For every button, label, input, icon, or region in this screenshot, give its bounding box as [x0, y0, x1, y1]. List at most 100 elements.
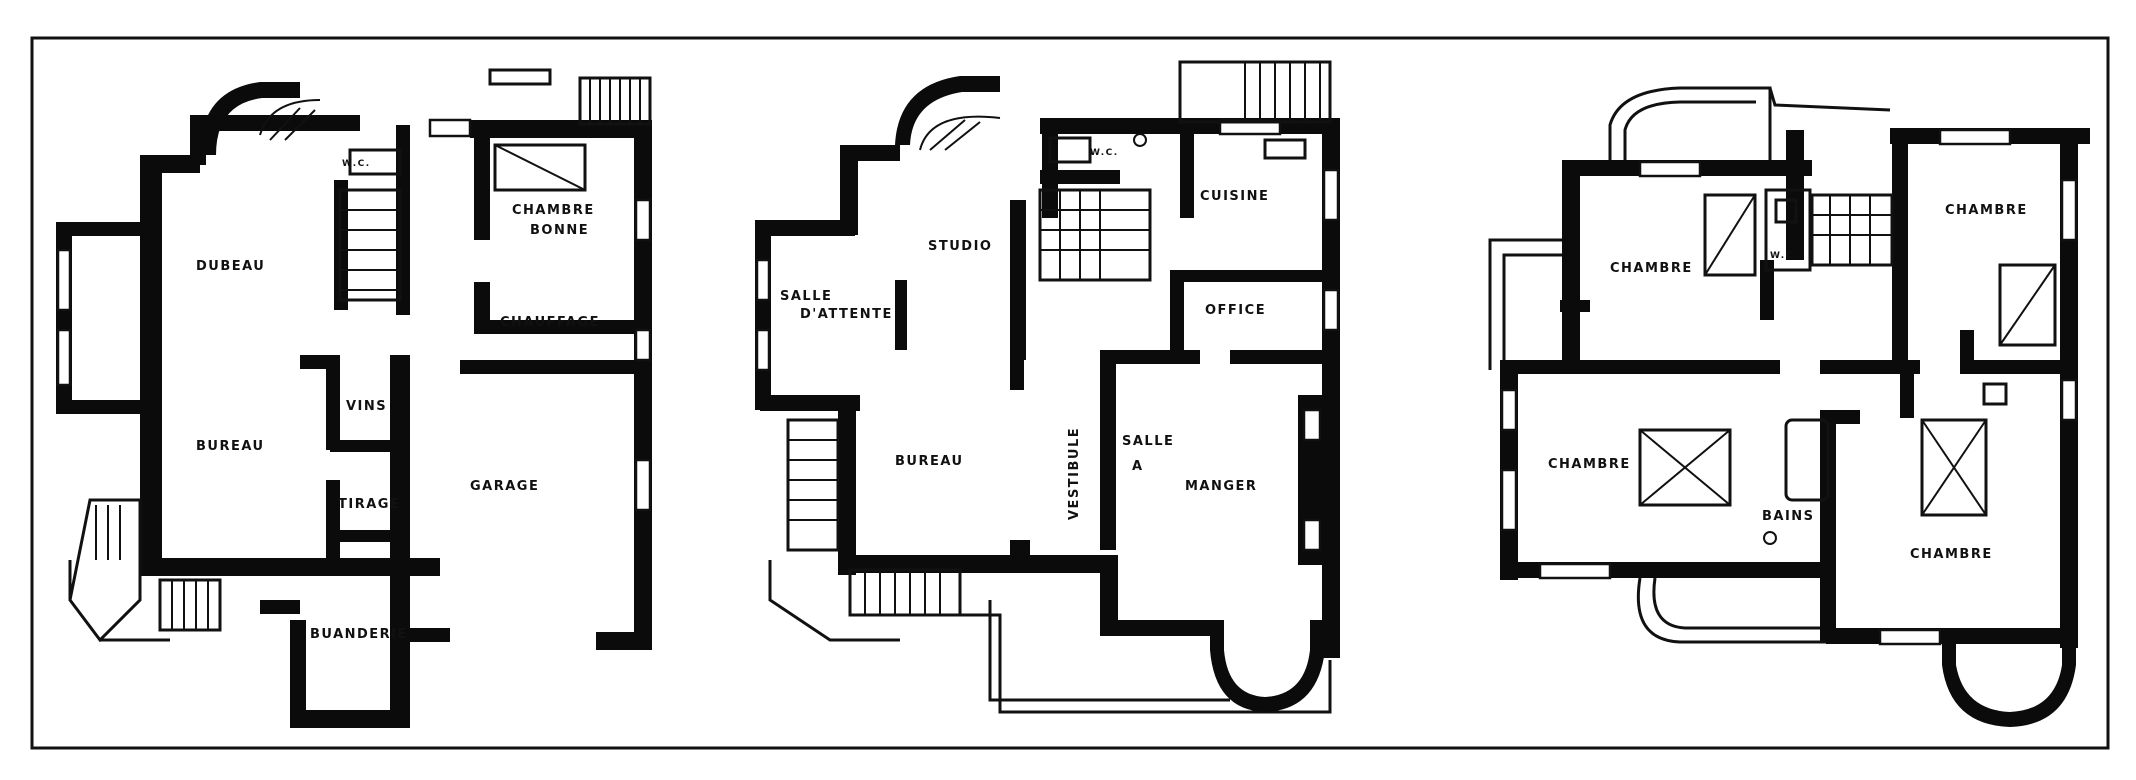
- window: [56, 328, 72, 387]
- wall: [326, 480, 340, 570]
- terrace-inner: [988, 600, 1230, 702]
- wall: [260, 600, 300, 614]
- room-label-cuisine: CUISINE: [1200, 189, 1269, 204]
- wall: [140, 558, 440, 576]
- stair-treads: [171, 580, 209, 630]
- room-label-chauffage: CHAUFFAGE: [500, 315, 600, 330]
- balcony-west-inner: [1502, 253, 1562, 360]
- balcony: [488, 68, 552, 86]
- stair-treads: [864, 570, 941, 615]
- window: [1878, 628, 1942, 646]
- wall: [1180, 270, 1330, 282]
- room-label-bains: BAINS: [1762, 509, 1815, 524]
- bed-cross: [1639, 429, 1731, 506]
- stair-treads: [340, 209, 400, 291]
- window: [755, 258, 771, 302]
- plan-second-floor: CHAMBRE CHAMBRE CHAMBRE CHAMBRE BAINS W.…: [1488, 86, 2090, 727]
- wall: [596, 632, 652, 650]
- wall: [140, 155, 162, 575]
- room-label-tirage: TIRAGE: [338, 497, 400, 512]
- room-label-chambre-bonne: CHAMBRE: [512, 203, 595, 218]
- bay-window: [1210, 620, 1325, 712]
- room-label-studio: STUDIO: [928, 239, 992, 254]
- plan-ground-floor: DUBEAU BUREAU CHAMBRE BONNE CHAUFFAGE VI…: [56, 68, 652, 728]
- stair-bottom: [848, 568, 962, 617]
- room-label-office: OFFICE: [1205, 303, 1266, 318]
- window: [1322, 288, 1340, 332]
- wall: [474, 320, 644, 334]
- curved-stair: [259, 99, 321, 136]
- room-label-chambre-se: CHAMBRE: [1910, 547, 1993, 562]
- room-label-vestibule: VESTIBULE: [1067, 427, 1082, 520]
- wall: [1170, 270, 1184, 350]
- balcony-outline: [1768, 87, 1891, 112]
- wall: [1040, 170, 1120, 184]
- wall: [1562, 160, 1580, 370]
- stair-treads: [1244, 62, 1321, 122]
- room-label-bureau-top: DUBEAU: [196, 259, 265, 274]
- wall: [755, 220, 771, 410]
- stair-bottom: [158, 578, 222, 632]
- wall: [290, 620, 306, 720]
- wall: [396, 125, 410, 315]
- window: [755, 328, 771, 372]
- window: [634, 458, 652, 512]
- sink: [1133, 133, 1147, 147]
- room-label-salle: SALLE: [1122, 434, 1174, 449]
- wall: [390, 628, 450, 642]
- wall: [1010, 200, 1026, 360]
- stair-treads: [788, 439, 838, 521]
- room-label-wc: W.C.: [1090, 148, 1119, 158]
- wall: [1500, 360, 1780, 374]
- stair-exterior: [578, 76, 652, 126]
- room-label-vins: VINS: [346, 399, 387, 414]
- wall: [1100, 350, 1200, 364]
- balcony-south-inner: [1652, 577, 1820, 630]
- sink: [1982, 382, 2008, 406]
- window: [634, 198, 652, 242]
- plan-first-floor: STUDIO SALLE D'ATTENTE CUISINE OFFICE BU…: [755, 60, 1340, 714]
- closet-diagonal: [1999, 264, 2056, 346]
- stair-treads: [1812, 195, 1892, 265]
- wall: [1230, 350, 1330, 364]
- room-label-chambre-ne: CHAMBRE: [1945, 203, 2028, 218]
- wall: [1892, 128, 1908, 368]
- stair-treads: [269, 107, 316, 141]
- terrace-outline: [768, 560, 900, 642]
- wall: [60, 400, 160, 414]
- wall: [460, 360, 640, 374]
- balcony-south: [1636, 577, 1826, 644]
- wc-room: [1764, 188, 1812, 272]
- stair-treads: [929, 119, 981, 151]
- wall: [1760, 260, 1774, 320]
- room-label-a: A: [1132, 459, 1144, 474]
- sheet-frame: [30, 36, 2110, 750]
- wall: [1180, 118, 1194, 218]
- wc-fixture: [1048, 136, 1092, 164]
- wall: [60, 222, 150, 236]
- wall: [840, 145, 858, 235]
- wall: [840, 145, 900, 161]
- bay-window: [1942, 644, 2076, 727]
- fireplace-opening: [1302, 408, 1322, 442]
- stair-ground: [338, 188, 402, 302]
- wall: [1960, 330, 1974, 370]
- balcony-outline: [1608, 86, 1772, 160]
- wc-fixture: [1774, 198, 1798, 224]
- wall: [326, 360, 340, 450]
- bed: [1920, 418, 1988, 517]
- room-label-garage: GARAGE: [470, 479, 539, 494]
- wall: [755, 220, 855, 236]
- wall: [330, 530, 400, 542]
- wall: [140, 155, 200, 173]
- window: [56, 248, 72, 312]
- window: [2060, 378, 2078, 422]
- room-label-d-attente: D'ATTENTE: [800, 307, 893, 322]
- stair-center: [1038, 188, 1152, 282]
- window: [428, 118, 472, 138]
- wall: [838, 395, 856, 575]
- wall: [895, 280, 907, 350]
- window: [1538, 562, 1612, 580]
- room-label-bureau: BUREAU: [895, 454, 964, 469]
- room-label-manger: MANGER: [1185, 479, 1257, 494]
